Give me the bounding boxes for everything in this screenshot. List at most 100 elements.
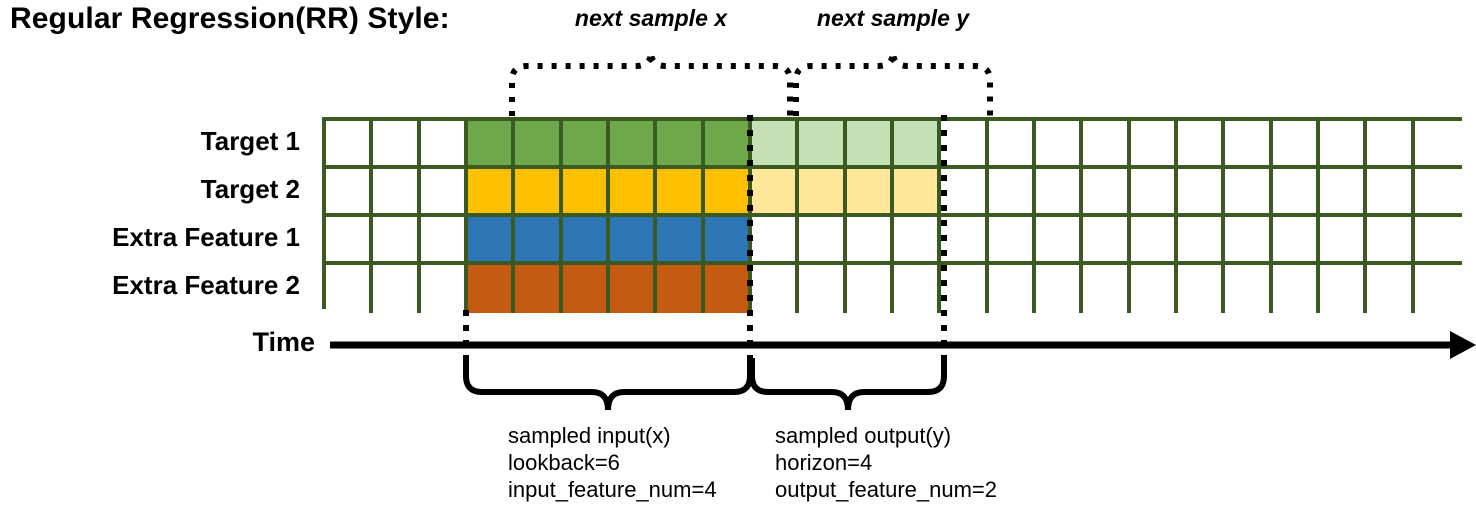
grid-cell	[1035, 265, 1084, 313]
grid-cell	[1130, 169, 1178, 217]
grid-cell	[657, 265, 705, 313]
grid-cell	[609, 121, 658, 169]
row-label-extra-feature-1: Extra Feature 1	[112, 222, 300, 252]
grid-cell	[420, 217, 468, 265]
grid-cell	[799, 169, 847, 217]
grid-cell	[420, 169, 468, 217]
top-brace-group: next sample x next sample y	[0, 0, 1476, 120]
grid-cell	[1035, 169, 1084, 217]
grid-cell	[1414, 265, 1462, 313]
grid-cell	[751, 169, 800, 217]
grid-cell	[515, 265, 563, 313]
grid-cell	[1177, 217, 1226, 265]
grid-cell	[373, 217, 421, 265]
grid-cell	[1035, 121, 1084, 169]
grid-cell	[467, 265, 516, 313]
row-label-target-2: Target 2	[200, 174, 300, 204]
next-sample-y-brace	[793, 51, 993, 116]
grid-cell	[1367, 265, 1415, 313]
time-axis-arrow	[330, 331, 1476, 359]
grid-cell	[326, 217, 374, 265]
grid-cell	[893, 217, 942, 265]
sampled-output-line-2: horizon=4	[775, 450, 873, 475]
grid-cell	[609, 217, 658, 265]
grid-cell	[373, 121, 421, 169]
grid-cell	[467, 217, 516, 265]
grid-cell	[562, 217, 610, 265]
grid-cell	[609, 265, 658, 313]
grid-cell	[1083, 217, 1131, 265]
grid-cell	[941, 121, 989, 169]
grid-cell	[1083, 169, 1131, 217]
grid-cell	[420, 121, 468, 169]
grid-cell	[1130, 121, 1178, 169]
grid-cell	[1130, 217, 1178, 265]
grid-cell	[799, 265, 847, 313]
sampled-output-line-1: sampled output(y)	[775, 423, 952, 448]
grid-cell	[1177, 265, 1226, 313]
sampled-output-brace	[749, 358, 947, 411]
sampled-output-line-3: output_feature_num=2	[775, 477, 998, 502]
timeline-grid	[322, 117, 1462, 313]
grid-cell	[1225, 217, 1273, 265]
grid-cell	[893, 121, 942, 169]
grid-cell	[1083, 265, 1131, 313]
grid-cell	[1414, 121, 1462, 169]
grid-cell	[326, 121, 374, 169]
grid-cell	[751, 265, 800, 313]
grid-cell	[1319, 217, 1368, 265]
grid-cell	[609, 169, 658, 217]
next-sample-x-brace	[509, 51, 793, 116]
grid-cell	[1225, 265, 1273, 313]
grid-cell	[799, 217, 847, 265]
grid-cell	[988, 121, 1036, 169]
grid-row-extra-feature-1	[326, 217, 1462, 265]
grid-cell	[751, 121, 800, 169]
grid-cell	[420, 265, 468, 313]
grid-cell	[1319, 265, 1368, 313]
time-axis-label: Time	[252, 327, 315, 357]
grid-cell	[1414, 217, 1462, 265]
grid-cell	[1272, 217, 1320, 265]
sampled-input-caption: sampled input(x) lookback=6 input_featur…	[508, 422, 717, 503]
grid-row-target-2	[326, 169, 1462, 217]
grid-cell	[657, 217, 705, 265]
grid-cell	[1319, 169, 1368, 217]
grid-cell	[893, 169, 942, 217]
sampled-input-line-2: lookback=6	[508, 450, 620, 475]
grid-cell	[1225, 169, 1273, 217]
grid-cell	[941, 169, 989, 217]
grid-cell	[751, 217, 800, 265]
grid-cell	[1083, 121, 1131, 169]
grid-cell	[1367, 217, 1415, 265]
grid-cell	[515, 169, 563, 217]
sampled-input-line-1: sampled input(x)	[508, 423, 671, 448]
row-label-column: Target 1 Target 2 Extra Feature 1 Extra …	[0, 117, 310, 309]
grid-cell	[467, 169, 516, 217]
grid-cell	[1225, 121, 1273, 169]
grid-cell	[846, 169, 894, 217]
grid-cell	[562, 169, 610, 217]
grid-cell	[941, 265, 989, 313]
grid-row-extra-feature-2	[326, 265, 1462, 313]
grid-cell	[326, 169, 374, 217]
grid-cell	[1035, 217, 1084, 265]
bottom-braces-svg	[463, 358, 947, 411]
grid-cell	[373, 169, 421, 217]
page-title: Regular Regression(RR) Style:	[10, 2, 450, 35]
grid-cell	[467, 121, 516, 169]
grid-cell	[1272, 121, 1320, 169]
row-label-target-1: Target 1	[200, 126, 300, 156]
grid-cell	[1319, 121, 1368, 169]
grid-cell	[988, 217, 1036, 265]
grid-cell	[657, 121, 705, 169]
grid-cell	[515, 121, 563, 169]
grid-cell	[326, 265, 374, 313]
grid-cell	[1272, 265, 1320, 313]
next-sample-x-label: next sample x	[574, 5, 728, 31]
grid-cell	[1367, 121, 1415, 169]
sample-boundary-lines	[463, 115, 947, 372]
grid-cell	[941, 217, 989, 265]
grid-cell	[799, 121, 847, 169]
grid-cell	[515, 217, 563, 265]
